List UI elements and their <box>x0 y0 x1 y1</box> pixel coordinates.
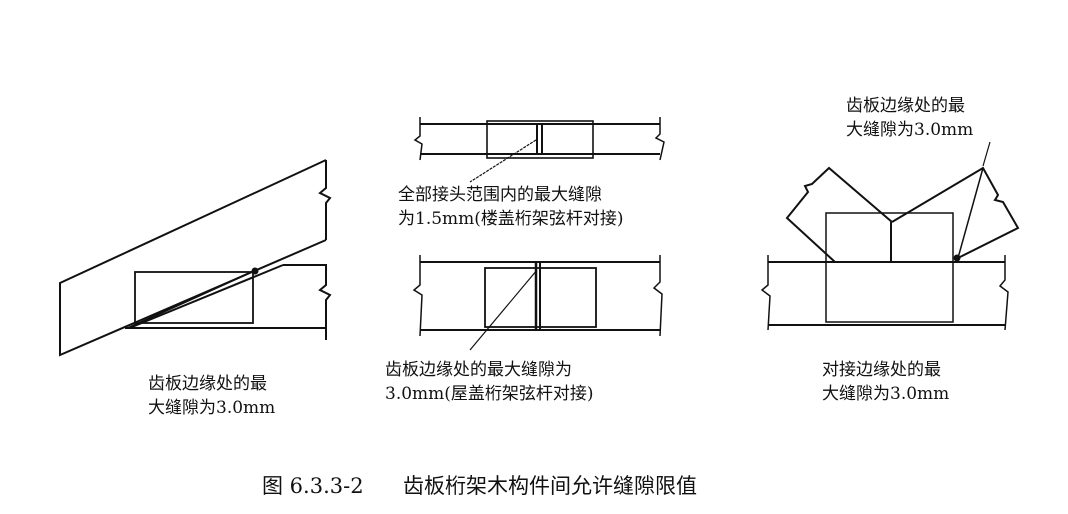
middle-top-label: 全部接头范围内的最大缝隙 为1.5mm(楼盖桁架弦杆对接) <box>398 183 624 231</box>
label-line: 对接边缘处的最 <box>822 360 941 380</box>
right-top-label: 齿板边缘处的最 大缝隙为3.0mm <box>846 94 973 142</box>
tooth-plate <box>825 212 954 323</box>
left-joint-drawing <box>59 159 332 357</box>
tooth-plate <box>486 120 594 159</box>
figure-caption: 图 6.3.3-2 齿板桁架木构件间允许缝隙限值 <box>262 470 697 500</box>
middle-bottom-joint-drawing <box>412 255 663 351</box>
chord-member <box>283 264 332 340</box>
gap-line <box>127 269 257 329</box>
right-bottom-label: 对接边缘处的最 大缝隙为3.0mm <box>822 358 949 406</box>
label-line: 齿板边缘处的最 <box>148 374 267 394</box>
label-line: 大缝隙为3.0mm <box>846 120 974 140</box>
caption-title: 齿板桁架木构件间允许缝隙限值 <box>402 474 697 498</box>
left-web-member <box>785 166 893 263</box>
label-line: 齿板边缘处的最 <box>846 96 965 116</box>
sloped-member <box>59 159 327 357</box>
middle-top-joint-drawing <box>413 117 665 183</box>
label-line: 齿板边缘处的最大缝隙为 <box>385 360 572 380</box>
label-line: 全部接头范围内的最大缝隙 <box>398 185 602 205</box>
right-joint-drawing <box>760 141 1020 331</box>
label-line: 大缝隙为3.0mm <box>148 398 276 418</box>
leader-line <box>982 141 991 167</box>
left-label: 齿板边缘处的最 大缝隙为3.0mm <box>148 372 275 420</box>
leader-line <box>469 269 538 351</box>
middle-bottom-label: 齿板边缘处的最大缝隙为 3.0mm(屋盖桁架弦杆对接) <box>385 358 594 406</box>
label-line: 为1.5mm(楼盖桁架弦杆对接) <box>398 209 624 229</box>
label-line: 大缝隙为3.0mm <box>822 384 950 404</box>
tooth-plate <box>134 271 254 324</box>
break-line-right <box>318 160 332 240</box>
label-line: 3.0mm(屋盖桁架弦杆对接) <box>385 384 594 404</box>
caption-number: 图 6.3.3-2 <box>262 474 364 498</box>
leader-line <box>469 139 537 183</box>
